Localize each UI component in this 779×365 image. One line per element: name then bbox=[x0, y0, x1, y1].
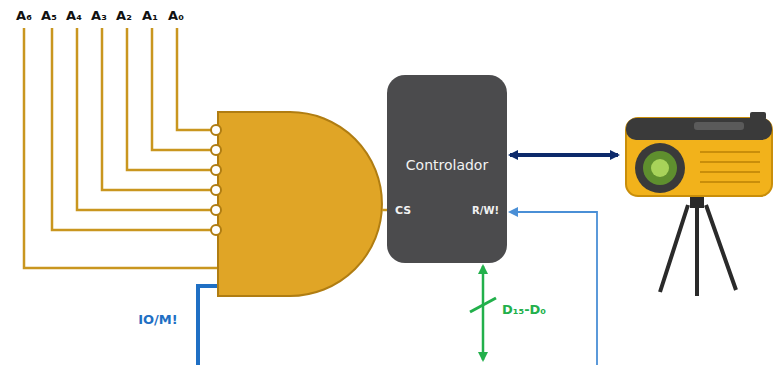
address-wires bbox=[24, 28, 218, 268]
bus-label: D₁₅-D₀ bbox=[502, 302, 546, 317]
controller-body bbox=[387, 75, 507, 263]
pin-label: CS bbox=[395, 204, 411, 217]
projector-illustration bbox=[626, 112, 772, 296]
address-label: A₄ bbox=[66, 8, 82, 23]
projector-link bbox=[510, 153, 618, 157]
bus-slash bbox=[470, 298, 496, 312]
io-m-wire bbox=[198, 286, 218, 365]
address-label: A₅ bbox=[41, 8, 57, 23]
pin-label: R/W! bbox=[472, 205, 499, 216]
inversion-bubbles bbox=[211, 125, 221, 235]
address-label: A₁ bbox=[142, 8, 158, 23]
address-label: A₃ bbox=[91, 8, 107, 23]
data-bus bbox=[482, 266, 485, 360]
controller-box: ControladorCS R/W! bbox=[387, 75, 507, 263]
rw-wire bbox=[510, 212, 597, 365]
and-gate bbox=[218, 112, 382, 296]
controller-title: Controlador bbox=[406, 157, 488, 173]
address-label: A₆ bbox=[16, 8, 32, 23]
address-label: A₀ bbox=[168, 8, 184, 23]
signal-label: IO/M! bbox=[138, 312, 178, 327]
address-label: A₂ bbox=[116, 8, 132, 23]
